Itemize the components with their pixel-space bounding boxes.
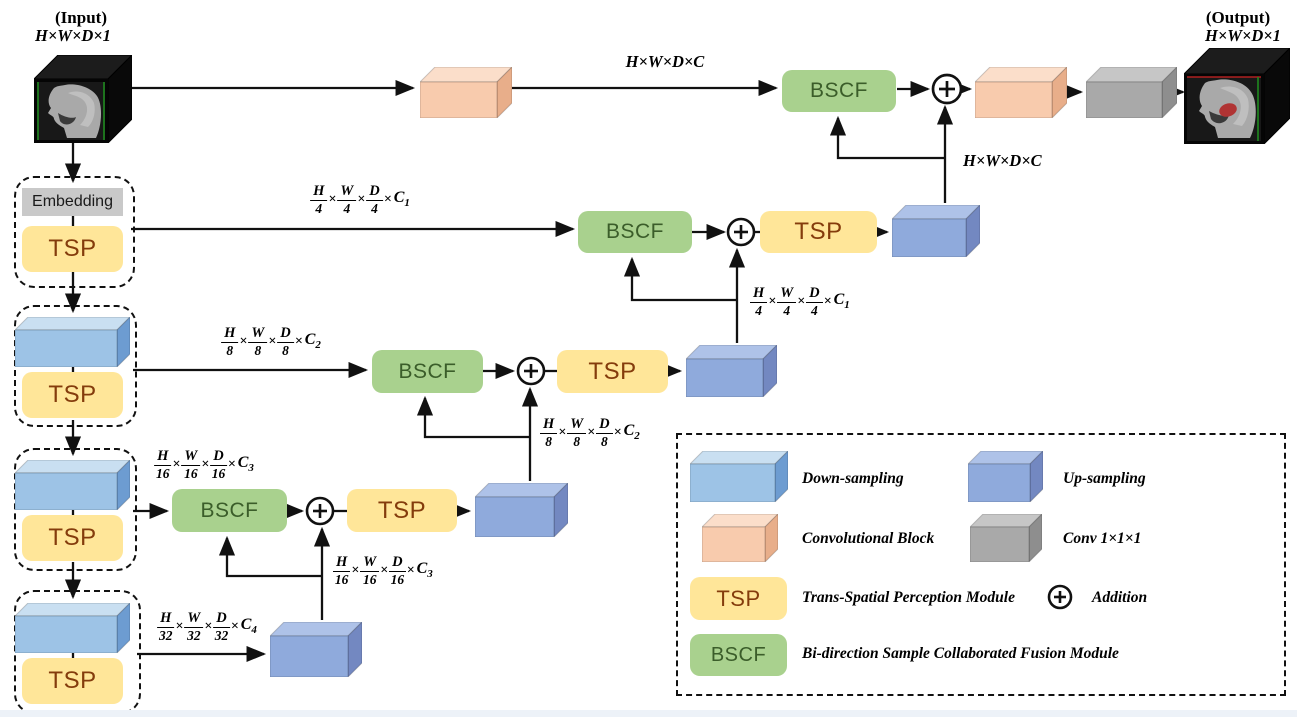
conv-block-cube-2 [975,67,1067,118]
legend-bscf-chip: BSCF [690,634,787,676]
output-caption: (Output) [1205,8,1271,27]
tsp-module-encoder-2: TSP [22,372,123,418]
tsp-module-decoder-3: TSP [347,489,457,532]
tsp-label: TSP [48,667,97,694]
up-sampling-cube-4 [270,622,362,677]
arrow-lines [64,79,1186,663]
legend-conv-block-icon [702,514,778,562]
bscf-module-c3: BSCF [172,489,287,532]
bscf-module-c1: BSCF [578,211,692,253]
bscf-module-c2: BSCF [372,350,483,393]
legend-label-up-sampling: Up-sampling [1063,470,1146,487]
down-sampling-cube-4 [15,603,130,653]
bottom-strip [0,710,1297,717]
bscf-label: BSCF [809,79,868,102]
addition-node-c2 [516,356,546,386]
legend-addition-icon [1047,584,1073,610]
tsp-module-encoder-3: TSP [22,515,123,561]
legend-label-tsp: Trans-Spatial Perception Module [802,589,1015,606]
tsp-module-encoder-1: TSP [22,226,123,272]
bscf-label: BSCF [710,643,767,666]
legend-tsp-chip: TSP [690,577,787,620]
conv-block-cube-1 [420,67,512,118]
legend-label-bscf: Bi-direction Sample Collaborated Fusion … [802,645,1119,662]
up-sampling-cube-3 [475,483,568,537]
legend-label-down-sampling: Down-sampling [802,470,904,487]
output-dims: H×W×D×1 [1205,26,1281,45]
bscf-label: BSCF [398,359,457,383]
tsp-module-decoder-2: TSP [557,350,668,393]
plain-lines [71,216,760,658]
bscf-module-top: BSCF [782,70,896,112]
down-sampling-cube-3 [15,460,130,510]
tsp-label: TSP [588,357,637,385]
legend-down-sampling-icon [690,451,788,502]
tsp-label: TSP [48,235,97,262]
legend-label-addition: Addition [1092,589,1148,606]
tsp-module-encoder-4: TSP [22,658,123,704]
tsp-module-decoder-1: TSP [760,211,877,253]
tsp-label: TSP [377,496,427,524]
legend-label-conv-block: Convolutional Block [802,530,935,547]
up-sampling-cube-1 [892,205,980,257]
input-caption: (Input) [55,8,107,27]
addition-node-c1 [726,217,756,247]
embedding-block: Embedding [22,188,123,216]
legend-label-conv1x1x1: Conv 1×1×1 [1063,530,1142,547]
dim-label-top-skip: H×W×D×C [625,52,705,71]
input-dims: H×W×D×1 [35,26,111,45]
tsp-label: TSP [716,585,761,611]
tsp-label: TSP [48,524,97,551]
tsp-label: TSP [48,381,97,408]
bscf-label: BSCF [200,498,259,522]
embedding-label: Embedding [32,193,113,210]
input-volume-cube [34,55,132,143]
up-sampling-cube-2 [686,345,777,397]
tsp-label: TSP [794,218,843,245]
conv-1x1x1-cube [1086,67,1177,118]
down-sampling-cube-2 [15,317,130,367]
legend-panel [676,433,1286,696]
bscf-label: BSCF [605,220,664,243]
addition-node-top [931,73,963,105]
dim-label-top-up: H×W×D×C [963,151,1042,170]
legend-up-sampling-icon [968,451,1043,502]
legend-conv1x1x1-icon [970,514,1042,562]
output-volume-cube [1184,48,1290,144]
addition-node-c3 [305,496,335,526]
